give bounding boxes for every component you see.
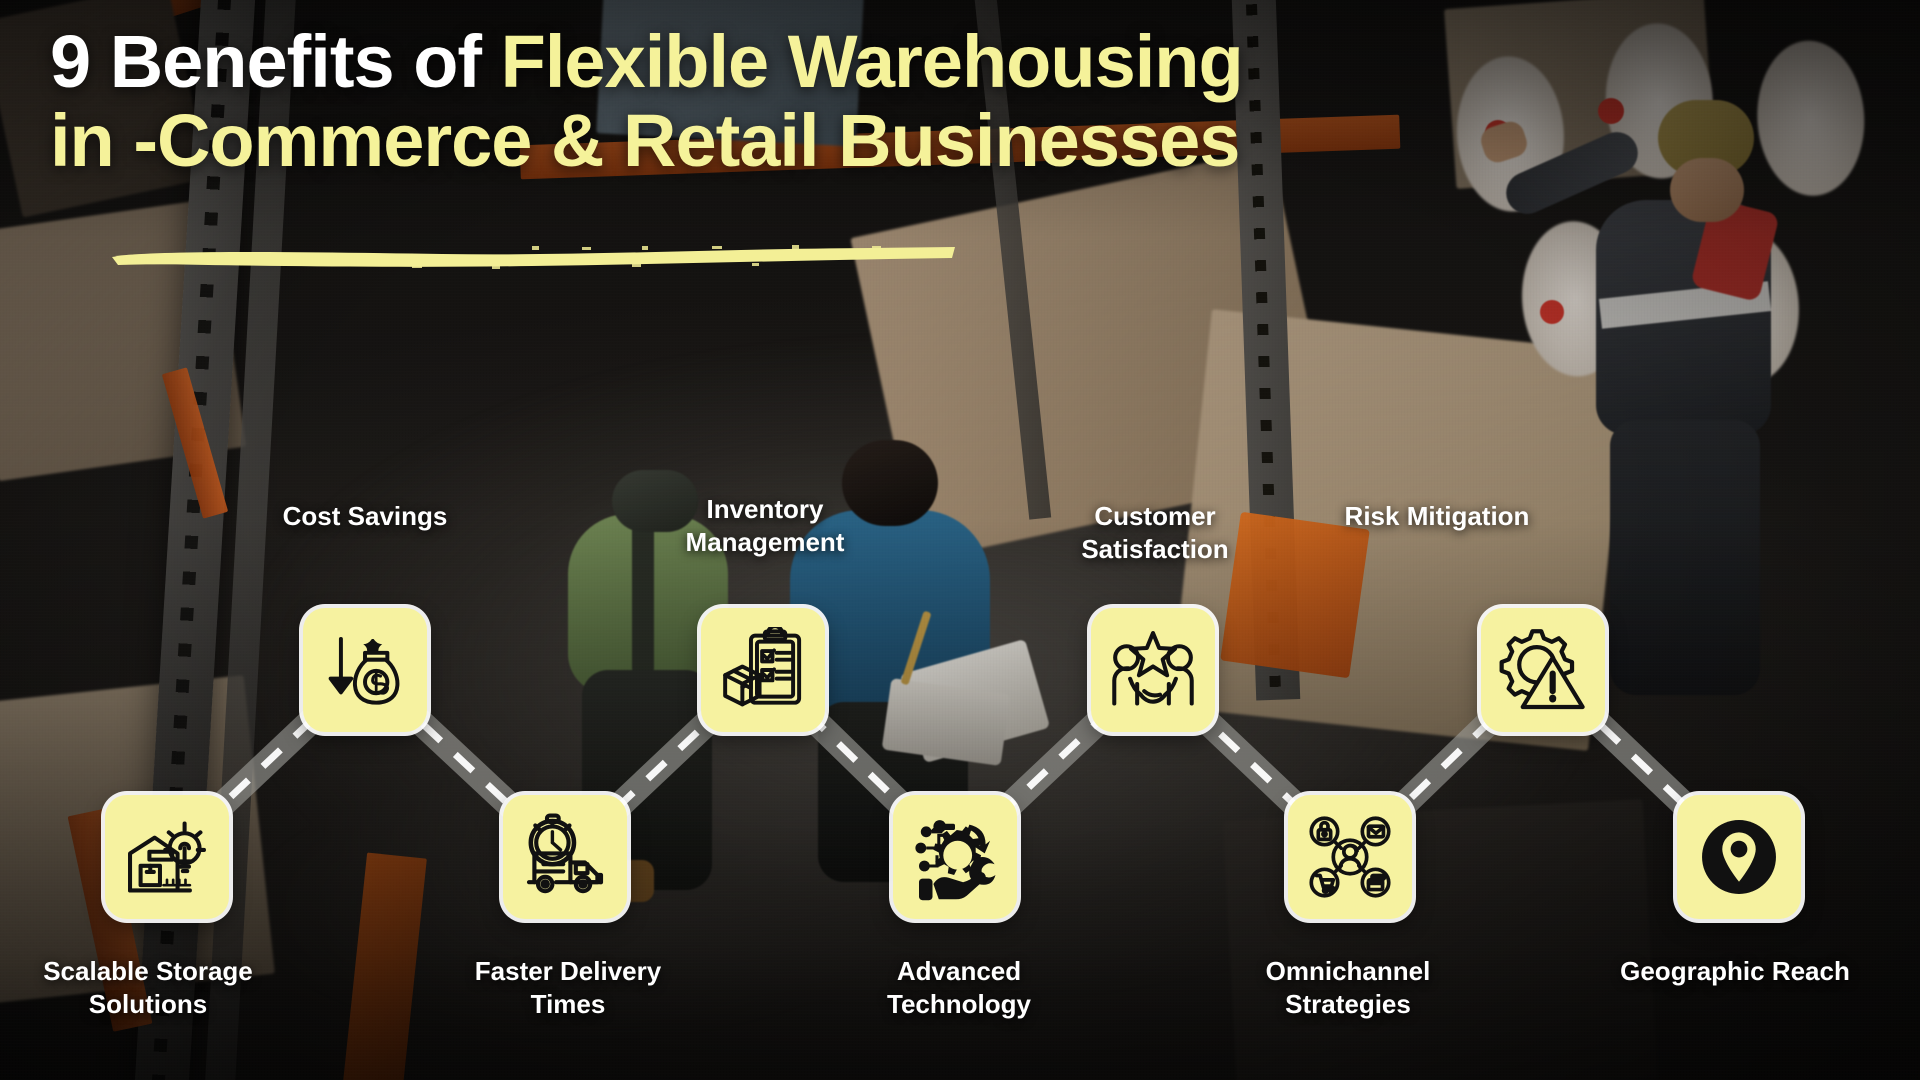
label-line-1: Customer [1094, 501, 1216, 531]
benefit-label-geographic-reach: Geographic Reach [1605, 955, 1865, 988]
handshake-star-icon [1109, 626, 1197, 714]
label-line-1: Inventory [706, 494, 824, 524]
delivery-truck-stopwatch-icon [520, 812, 610, 902]
label-line-2: Times [530, 989, 606, 1020]
benefit-card-scalable-storage-solutions[interactable] [105, 795, 229, 919]
gear-warning-icon [1499, 626, 1587, 714]
title-line2-highlight: in -Commerce & Retail Businesses [50, 99, 1240, 183]
benefit-card-advanced-technology[interactable] [893, 795, 1017, 919]
benefit-card-inventory-management[interactable] [701, 608, 825, 732]
benefit-label-faster-delivery-times: Faster Delivery Times [438, 955, 698, 1022]
label-line-1: Cost Savings [282, 501, 448, 531]
benefit-card-cost-savings[interactable] [303, 608, 427, 732]
label-line-1: Scalable Storage [43, 956, 253, 986]
brush-underline [112, 245, 955, 269]
label-line-1: Omnichannel [1265, 956, 1431, 986]
warehouse-lightbulb-icon [123, 813, 211, 901]
label-line-1: Risk Mitigation [1344, 501, 1530, 531]
label-line-2: Technology [887, 989, 1031, 1020]
label-line-1: Geographic Reach [1620, 956, 1850, 986]
benefit-label-customer-satisfaction: Customer Satisfaction [1025, 500, 1285, 567]
benefit-label-cost-savings: Cost Savings [235, 500, 495, 533]
benefit-label-omnichannel-strategies: Omnichannel Strategies [1218, 955, 1478, 1022]
money-bag-down-arrow-icon [322, 627, 408, 713]
benefit-label-risk-mitigation: Risk Mitigation [1307, 500, 1567, 533]
label-line-1: Faster Delivery [474, 956, 662, 986]
benefit-card-customer-satisfaction[interactable] [1091, 608, 1215, 732]
clipboard-checklist-box-icon [720, 627, 806, 713]
benefit-label-scalable-storage-solutions: Scalable Storage Solutions [18, 955, 278, 1022]
label-line-1: Advanced [896, 956, 1022, 986]
label-line-2: Strategies [1285, 989, 1411, 1020]
omnichannel-network-icon [1306, 813, 1394, 901]
benefit-card-risk-mitigation[interactable] [1481, 608, 1605, 732]
page-title: 9 Benefits of Flexible Warehousing in -C… [50, 22, 1570, 180]
benefit-label-inventory-management: Inventory Management [635, 493, 895, 560]
title-line1-highlight: Flexible Warehousing [500, 20, 1244, 103]
label-line-2: Management [685, 527, 845, 558]
benefit-card-omnichannel-strategies[interactable] [1288, 795, 1412, 919]
benefit-card-geographic-reach[interactable] [1677, 795, 1801, 919]
label-line-2: Solutions [88, 989, 208, 1020]
hand-gear-wrench-icon [910, 812, 1000, 902]
benefit-card-faster-delivery-times[interactable] [503, 795, 627, 919]
map-pin-circle-icon [1695, 813, 1783, 901]
benefit-label-advanced-technology: Advanced Technology [829, 955, 1089, 1022]
title-line1-plain: 9 Benefits of [50, 20, 501, 103]
label-line-2: Satisfaction [1081, 534, 1229, 565]
